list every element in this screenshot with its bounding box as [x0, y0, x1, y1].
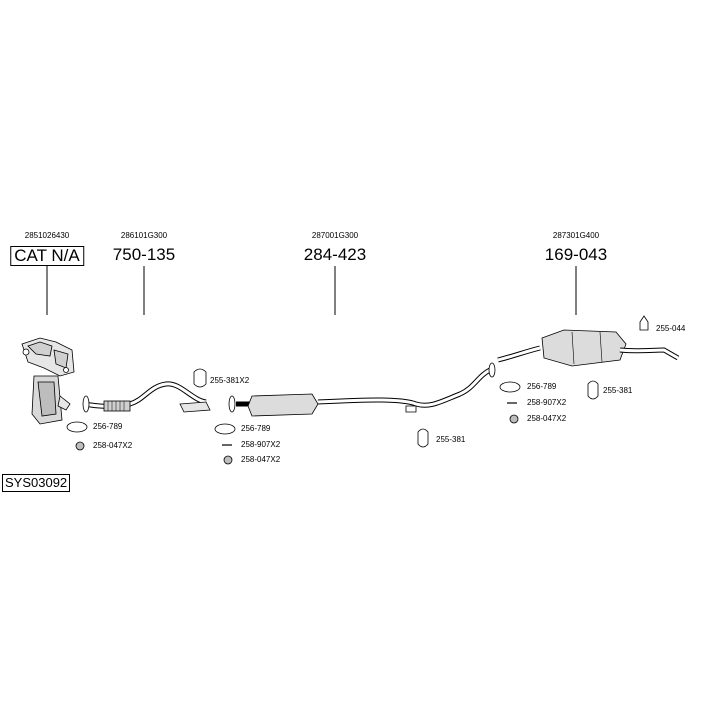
nut-icon: [75, 441, 85, 451]
part-number-rear: 169-043: [544, 245, 608, 264]
label-front-gasket: 256-789: [241, 424, 271, 433]
catalytic-converter-icon: [21, 337, 75, 425]
gasket-icon: [214, 423, 236, 435]
gasket-icon: [499, 381, 521, 393]
system-code: SYS03092: [2, 474, 71, 492]
oem-number-rear: 287301G400: [552, 231, 600, 240]
nut-icon: [223, 455, 233, 465]
rubber-hanger-icon: [417, 428, 429, 448]
label-mid-hanger: 255-381: [436, 435, 466, 444]
part-number-front-pipe: 750-135: [112, 245, 176, 264]
rubber-hanger-icon: [193, 368, 207, 388]
label-rear-gasket: 256-789: [527, 382, 557, 391]
part-number-middle: 284-423: [303, 245, 367, 264]
nut-icon: [509, 414, 519, 424]
oem-number-cat: 2851026430: [24, 231, 70, 240]
rear-silencer-icon: [497, 329, 680, 367]
label-cat-gasket: 256-789: [93, 422, 123, 431]
rubber-hanger-icon: [587, 380, 599, 400]
label-rear-bolt: 258-907X2: [527, 398, 567, 407]
label-rear-hanger: 255-381: [603, 386, 633, 395]
front-pipe-icon: [82, 381, 211, 413]
label-front-nut: 258-047X2: [241, 455, 281, 464]
oem-number-front-pipe: 286101G300: [120, 231, 168, 240]
label-front-bolt: 258-907X2: [241, 440, 281, 449]
rubber-hanger-icon: [639, 315, 649, 331]
label-rear-nut: 258-047X2: [527, 414, 567, 423]
gasket-icon: [66, 421, 88, 433]
label-front-hanger: 255-381X2: [210, 376, 250, 385]
label-cat-nut: 258-047X2: [93, 441, 133, 450]
oem-number-middle: 287001G300: [311, 231, 359, 240]
middle-silencer-icon: [228, 362, 496, 417]
label-tail-hanger: 255-044: [656, 324, 686, 333]
part-number-cat: CAT N/A: [10, 246, 84, 266]
